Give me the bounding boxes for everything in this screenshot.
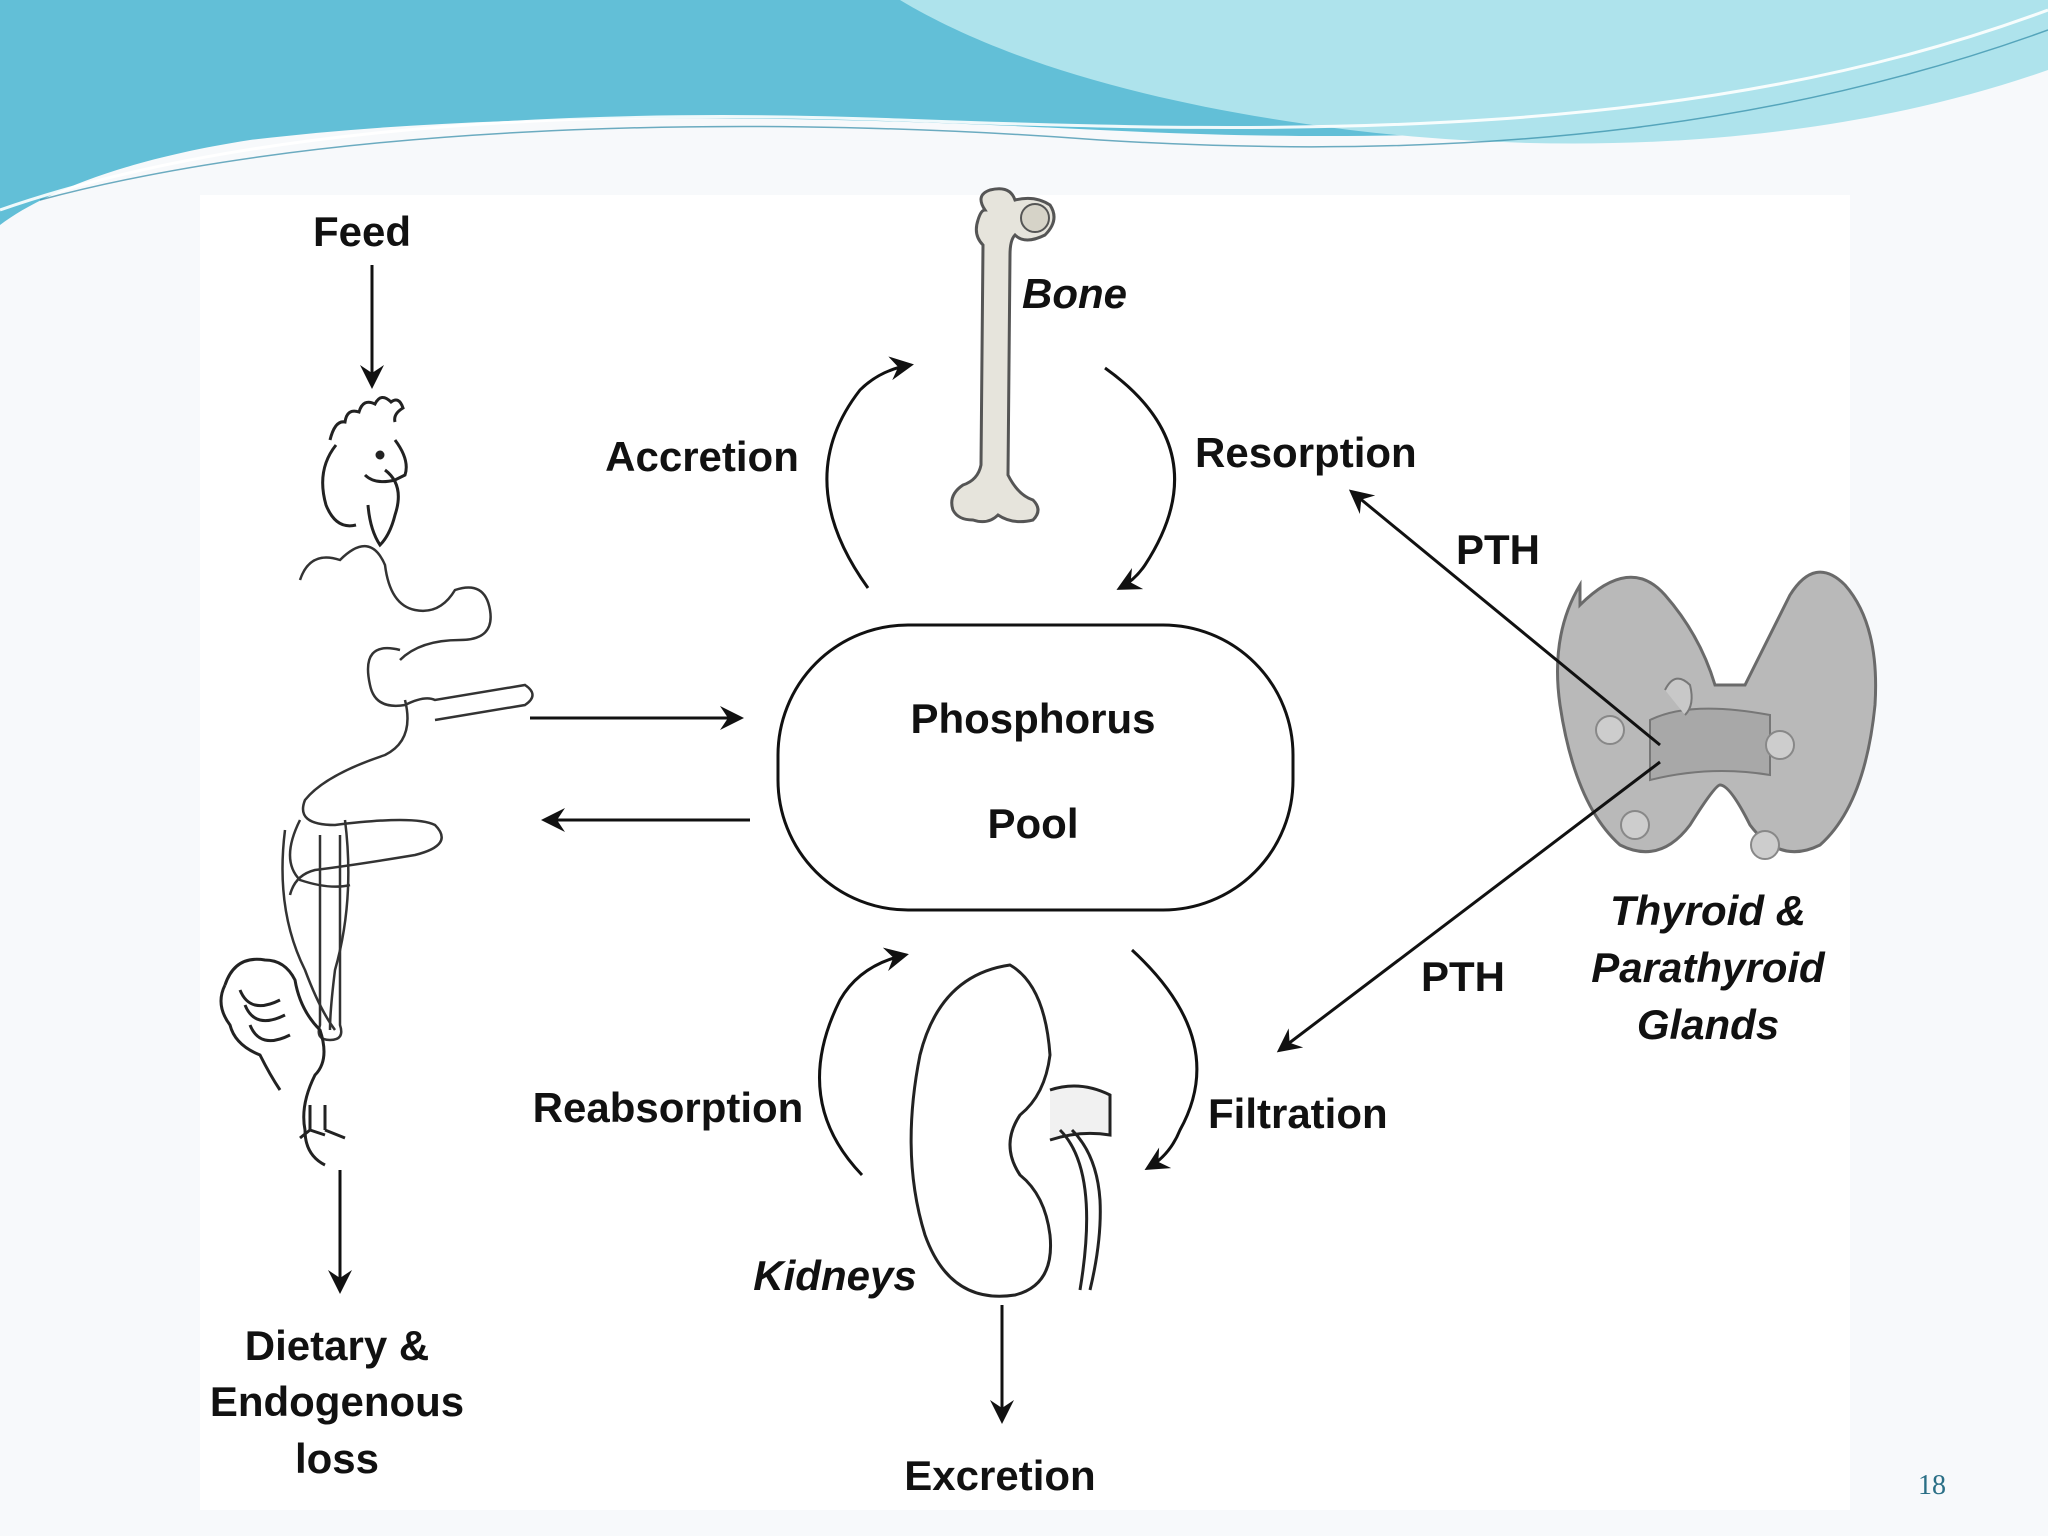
resorption-arrow: [1104, 366, 1177, 590]
loss-label-line1: Dietary &: [245, 1322, 429, 1369]
pth-lower-label: PTH: [1421, 953, 1505, 1000]
excretion-label: Excretion: [904, 1452, 1095, 1499]
reabsorption-arrow: [818, 947, 909, 1177]
rooster-head-icon: [321, 396, 408, 548]
rooster-body-icon: [219, 957, 346, 1167]
filtration-arrow: [1130, 948, 1199, 1171]
glands-label-line2: Parathyroid: [1591, 944, 1826, 991]
loss-label-line3: loss: [295, 1435, 379, 1482]
slide-number: 18: [1918, 1470, 1946, 1501]
pool-label-line2: Pool: [988, 800, 1079, 847]
resorption-label: Resorption: [1195, 429, 1417, 476]
reabsorption-label: Reabsorption: [533, 1084, 804, 1131]
bone-label: Bone: [1022, 270, 1127, 317]
loss-label-line2: Endogenous: [210, 1378, 464, 1425]
pth-upper-label: PTH: [1456, 526, 1540, 573]
header-wave-line: [0, 8, 2048, 212]
glands-label-line1: Thyroid &: [1610, 887, 1806, 934]
glands-label-line3: Glands: [1637, 1001, 1779, 1048]
pool-label-line1: Phosphorus: [910, 695, 1155, 742]
accretion-arrow: [825, 356, 914, 589]
phosphorus-pool-box: [776, 623, 1295, 912]
kidney-icon: [909, 963, 1112, 1298]
header-wave-line-2: [39, 29, 2048, 201]
feed-label: Feed: [313, 208, 411, 255]
pth-to-resorption-arrow: [1348, 489, 1661, 747]
accretion-label: Accretion: [605, 433, 799, 480]
pth-to-filtration-arrow: [1276, 760, 1661, 1053]
kidneys-label: Kidneys: [753, 1252, 916, 1299]
thyroid-gland-icon: [1556, 570, 1878, 860]
femur-bone-icon: [950, 187, 1056, 524]
filtration-label: Filtration: [1208, 1090, 1388, 1137]
